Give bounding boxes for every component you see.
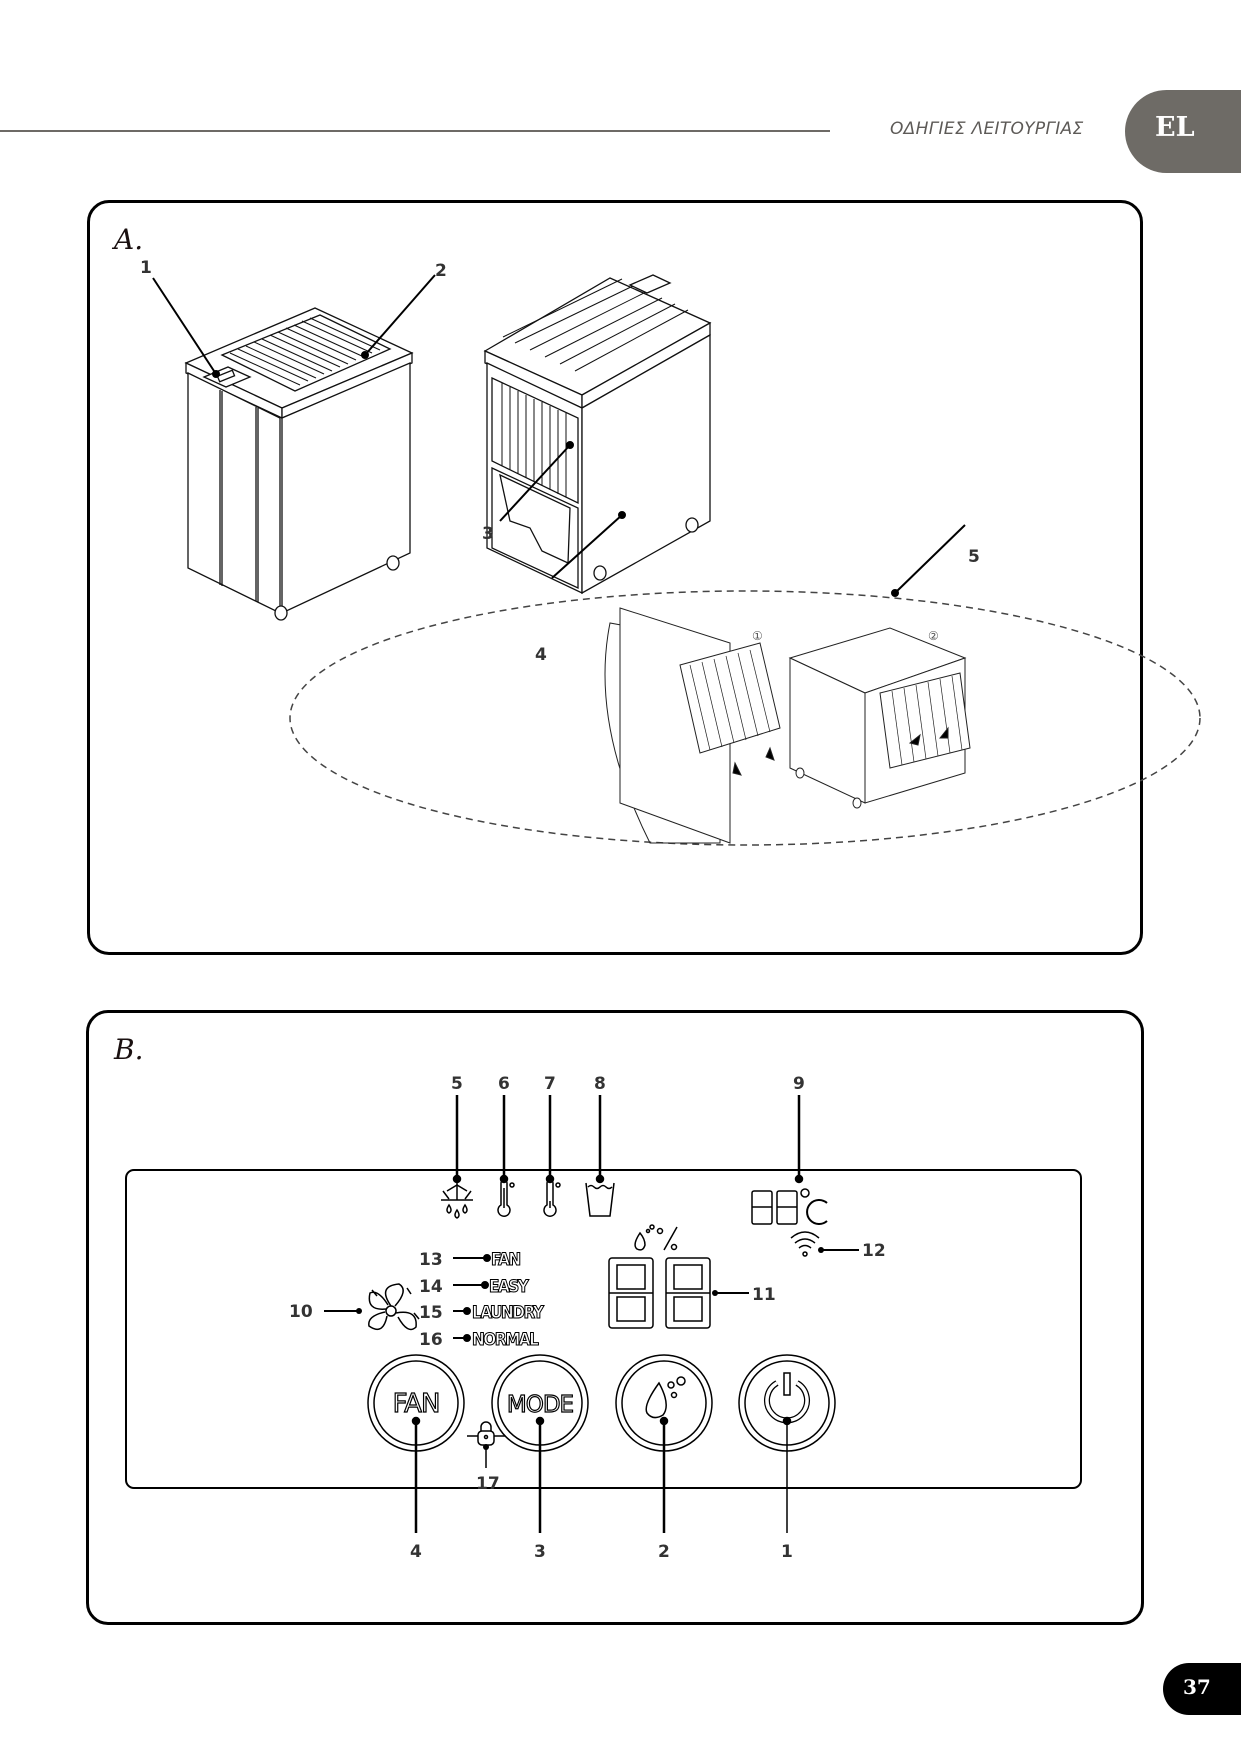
callout-13: 13 [419,1250,443,1270]
callout-10-fan: 10 [289,1302,313,1322]
callout-15: 15 [419,1303,443,1323]
fan-button[interactable]: FAN [367,1354,465,1452]
water-tank-full-icon [585,1182,615,1217]
thermometer-high-icon [497,1179,515,1217]
callout-7-temp: 7 [544,1074,556,1094]
fan-speed-icon [368,1283,420,1331]
callout-3-mode-button: 3 [534,1542,546,1562]
top-grille [229,317,381,386]
callout-3: 3 [482,524,494,544]
callout-9-temp-display: 9 [793,1074,805,1094]
mode-laundry-indicator: LAUNDRY [472,1303,545,1323]
callout-4-fan-button: 4 [410,1542,422,1562]
callout-5: 5 [968,547,980,567]
callout-17-lock: 17 [476,1474,500,1494]
callout-8-tank: 8 [594,1074,606,1094]
mode-button-label: MODE [507,1392,574,1418]
callout-5-defrost: 5 [451,1074,463,1094]
panel-b-letter: B. [114,1033,144,1066]
filter-removal-step-2: ② [788,627,971,809]
wifi-icon [790,1231,820,1257]
mode-normal-indicator: NORMAL [472,1330,539,1350]
callout-2: 2 [435,261,447,281]
defrost-icon [441,1183,473,1219]
language-tab-label: EL [1155,112,1195,143]
callout-1-power-button: 1 [781,1542,793,1562]
inset-ellipse [289,590,1201,846]
humidity-display [608,1257,711,1329]
panel-a-illustration: ① ② 1 2 [140,258,1201,846]
callout-11-humidity-display: 11 [752,1285,776,1305]
dehumidifier-front-view [184,307,414,621]
thermometer-low-icon [543,1179,561,1217]
filter-removal-step-1: ① [604,607,781,844]
callout-1: 1 [140,258,152,278]
page-number: 37 [1183,1675,1211,1699]
panel-a-device-overview: A. [87,200,1201,955]
panel-a-callouts [152,274,966,597]
page-number-tab: 37 [1163,1663,1241,1715]
callout-6-temp: 6 [498,1074,510,1094]
temp-unit: °C [805,1224,807,1226]
panel-b-control-panel: B. 5 6 7 8 9 [86,1010,1144,1625]
humidity-icon [634,1224,678,1251]
callout-14: 14 [419,1277,443,1297]
mode-easy-indicator: EASY [489,1277,530,1297]
inset-step-1-label: ① [752,629,763,643]
header-title: ΟΔΗΓΙΕΣ ΛΕΙΤΟΥΡΓΙΑΣ [890,119,1084,139]
fan-button-label: FAN [393,1389,440,1419]
header-rule [0,130,830,132]
inset-step-2-label: ② [928,629,939,643]
language-tab: EL [1125,90,1241,173]
mode-fan-indicator: FAN [491,1250,520,1270]
temperature-display [751,1188,828,1225]
control-panel-outline [125,1169,1082,1489]
mode-button[interactable]: MODE [491,1354,589,1452]
callout-2-humidity-button: 2 [658,1542,670,1562]
humidity-drop-icon [645,1376,686,1419]
dehumidifier-rear-view [483,274,712,595]
callout-4: 4 [535,645,547,665]
callout-12-wifi: 12 [862,1241,886,1261]
panel-a-letter: A. [114,223,144,256]
callout-16: 16 [419,1330,443,1350]
control-panel-diagram: 5 6 7 8 9 °C [125,1074,1082,1562]
